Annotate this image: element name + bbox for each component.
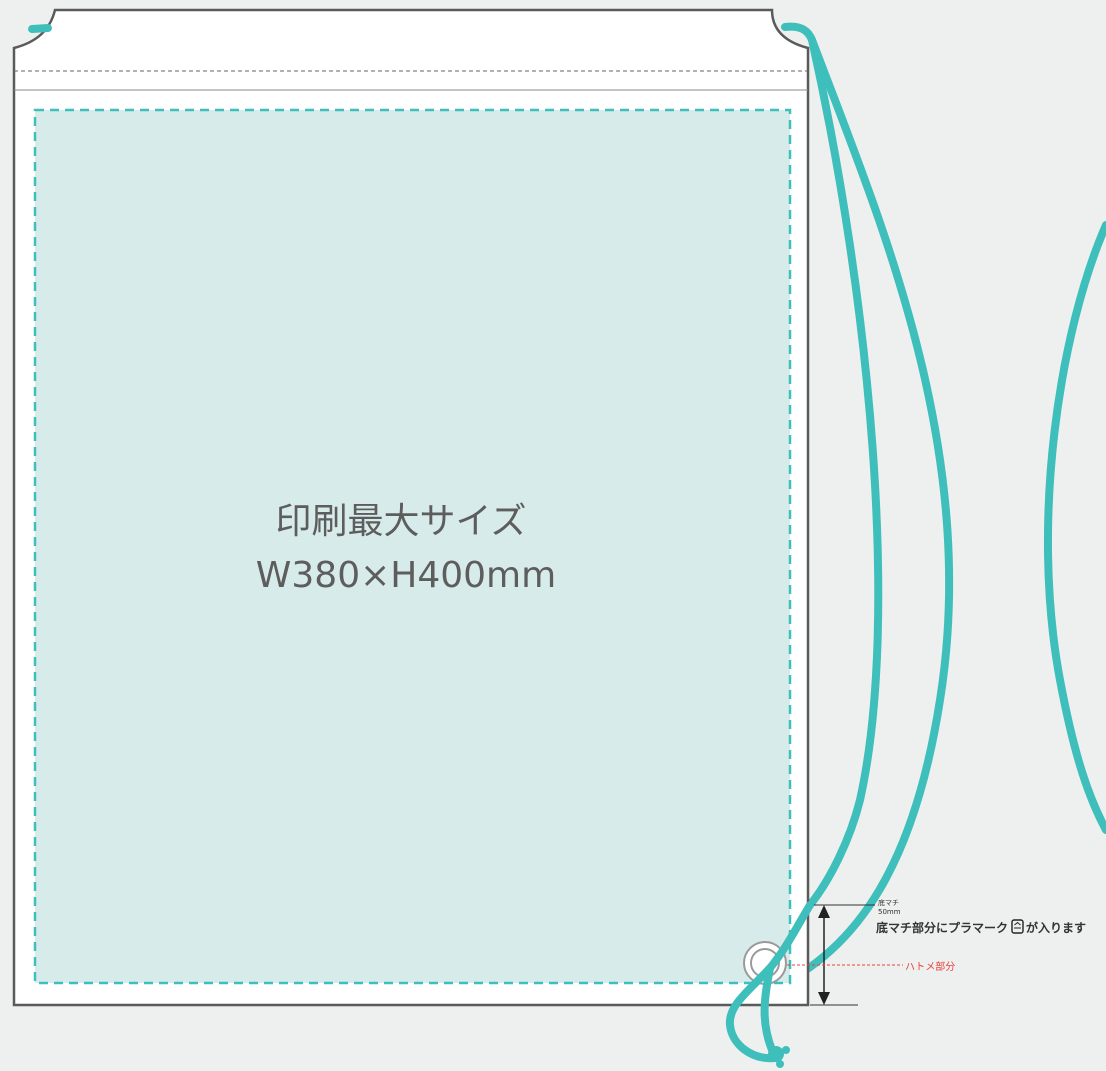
drawstring-cord-right-loop (1043, 221, 1106, 834)
drawstring-cord-tail (760, 964, 776, 1054)
dimension-arrow-up (818, 905, 830, 918)
gusset-label: 底マチ (878, 898, 899, 907)
dimension-arrow-down (818, 992, 830, 1005)
print-area-size: W380×H400mm (256, 555, 556, 596)
cord-knot-icon (768, 1046, 790, 1068)
recycle-plastic-mark-icon (1011, 919, 1024, 934)
eyelet-label: ハトメ部分 (905, 960, 955, 973)
gusset-note-suffix: が入ります (1026, 920, 1086, 935)
print-area-title: 印刷最大サイズ (276, 501, 527, 542)
drawstring-cord-inner (806, 36, 883, 909)
drawstring-cord-left-tip (28, 24, 52, 33)
gusset-size: 50mm (878, 908, 901, 916)
gusset-note: 底マチ部分にプラマーク (876, 920, 1008, 935)
print-area (33, 108, 792, 985)
drawstring-cord-bottom (725, 901, 814, 1063)
